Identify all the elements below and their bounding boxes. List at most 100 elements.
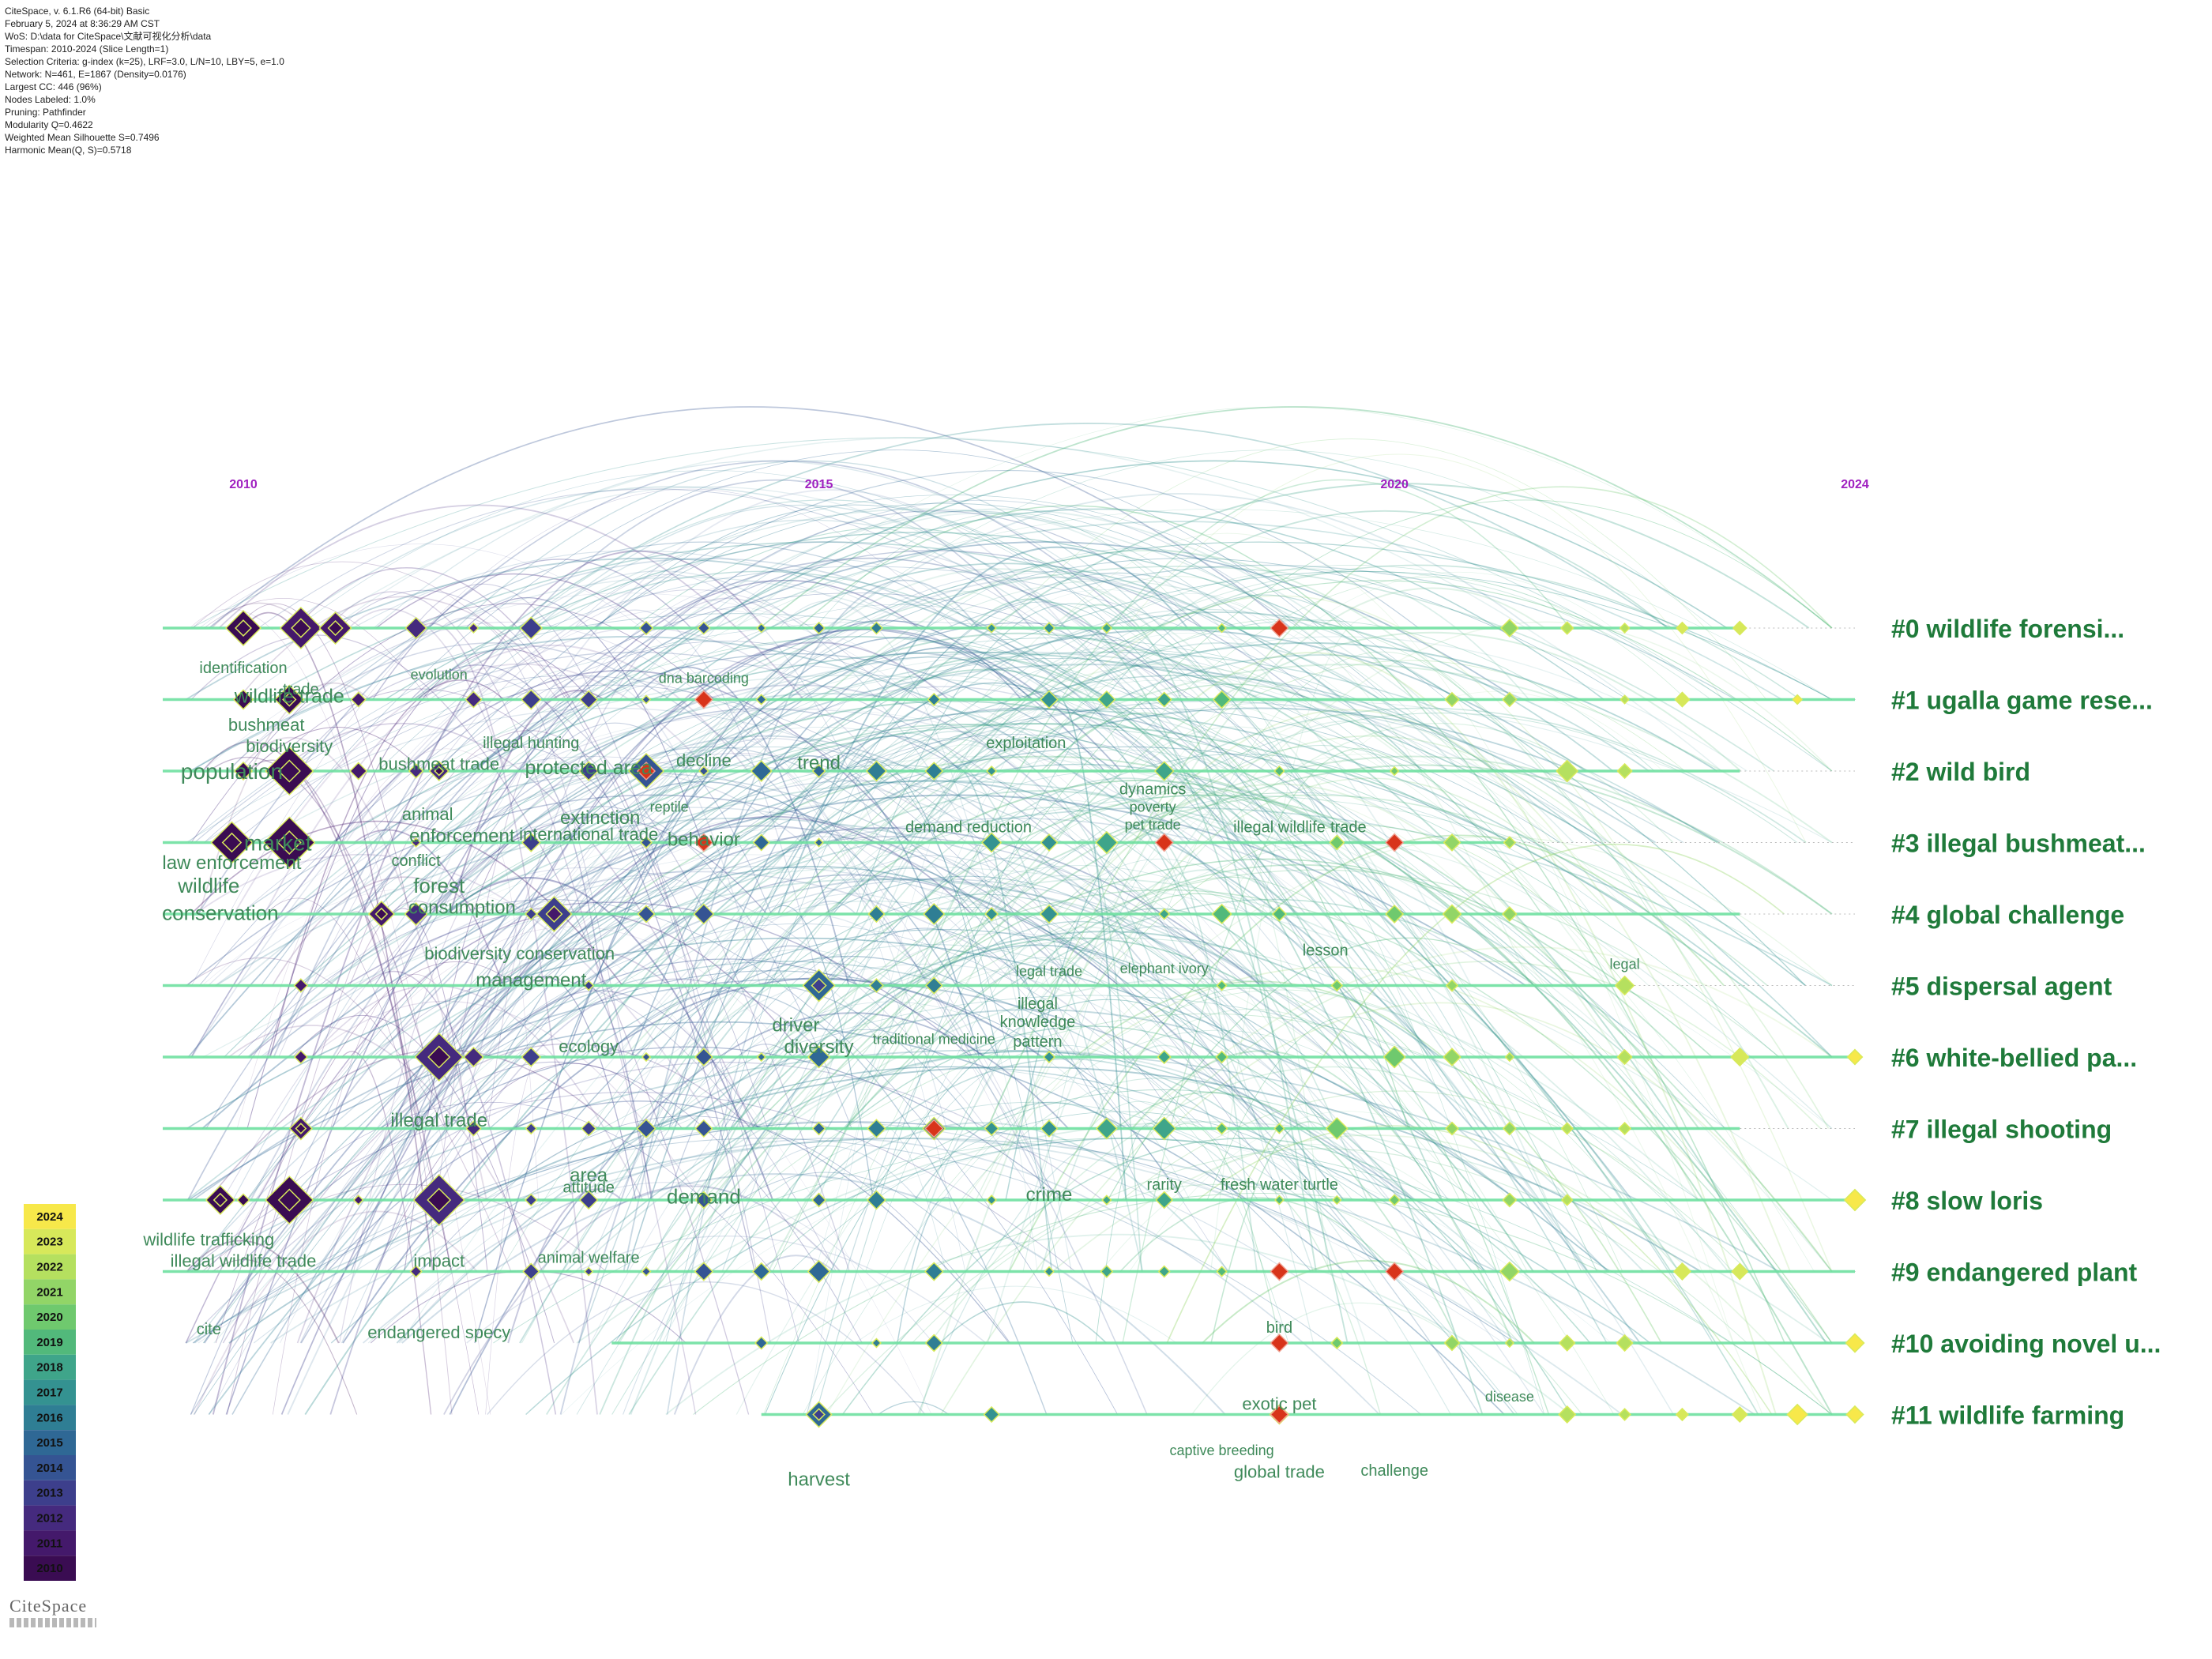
keyword-label[interactable]: consumption	[408, 897, 516, 918]
burst-node[interactable]	[694, 690, 713, 709]
keyword-label[interactable]: protected area	[525, 757, 653, 779]
keyword-node[interactable]	[1619, 623, 1631, 634]
keyword-label[interactable]: wildlife	[177, 874, 239, 897]
keyword-node[interactable]	[694, 1191, 713, 1209]
keyword-label[interactable]: wildlife trafficking	[142, 1229, 274, 1249]
keyword-node[interactable]	[521, 1047, 542, 1067]
keyword-label[interactable]: population	[181, 759, 283, 784]
keyword-label[interactable]: global trade	[1234, 1462, 1325, 1482]
keyword-node[interactable]	[1157, 1265, 1171, 1278]
keyword-node[interactable]	[1212, 690, 1232, 709]
keyword-node[interactable]	[1732, 620, 1747, 636]
burst-node[interactable]	[1270, 1262, 1289, 1281]
keyword-node[interactable]	[1792, 694, 1804, 705]
keyword-label[interactable]: cite	[197, 1321, 221, 1338]
keyword-label[interactable]: pattern	[1013, 1033, 1062, 1051]
keyword-node[interactable]	[1273, 765, 1285, 777]
keyword-label[interactable]: biodiversity	[246, 736, 333, 756]
keyword-label[interactable]: trade	[1330, 819, 1367, 837]
keyword-node[interactable]	[811, 764, 826, 778]
keyword-label[interactable]: elephant ivory	[1120, 961, 1209, 976]
cluster-label[interactable]: #3 illegal bushmeat...	[1891, 830, 2146, 858]
keyword-node[interactable]	[1846, 1048, 1864, 1066]
keyword-node[interactable]	[463, 1046, 484, 1068]
keyword-node[interactable]	[865, 760, 887, 782]
keyword-node[interactable]	[751, 1262, 771, 1281]
keyword-label[interactable]: demand reduction	[905, 819, 1032, 837]
keyword-label[interactable]: legal	[1610, 957, 1640, 972]
keyword-node[interactable]	[867, 1119, 886, 1138]
keyword-node[interactable]	[1157, 1049, 1172, 1065]
keyword-node[interactable]	[869, 621, 883, 635]
keyword-node[interactable]	[1095, 830, 1119, 855]
keyword-node[interactable]	[698, 766, 709, 777]
keyword-label[interactable]: decline	[676, 750, 732, 770]
keyword-label[interactable]: dynamics	[1119, 781, 1186, 799]
keyword-node[interactable]	[1614, 975, 1635, 996]
keyword-node[interactable]	[1445, 979, 1459, 992]
keyword-node[interactable]	[233, 761, 254, 781]
keyword-node[interactable]	[694, 1262, 714, 1281]
keyword-node[interactable]	[579, 690, 599, 709]
keyword-node[interactable]	[694, 1119, 713, 1138]
keyword-node[interactable]	[927, 692, 941, 707]
keyword-label[interactable]: conflict	[391, 852, 441, 870]
keyword-node[interactable]	[756, 1051, 766, 1063]
keyword-node[interactable]	[522, 1262, 540, 1281]
keyword-node[interactable]	[1556, 759, 1579, 783]
keyword-node[interactable]	[1215, 1122, 1228, 1135]
keyword-label[interactable]: crime	[1026, 1184, 1073, 1206]
keyword-node[interactable]	[867, 905, 886, 924]
keyword-node[interactable]	[1442, 904, 1462, 924]
keyword-node[interactable]	[754, 1336, 769, 1350]
burst-node[interactable]	[694, 833, 713, 852]
keyword-node[interactable]	[694, 1048, 713, 1066]
keyword-node[interactable]	[924, 762, 944, 781]
keyword-node[interactable]	[525, 1122, 537, 1135]
keyword-label[interactable]: market	[244, 830, 312, 855]
major-keyword-core[interactable]	[277, 759, 301, 783]
keyword-label[interactable]: demand	[667, 1185, 741, 1209]
keyword-node[interactable]	[1329, 834, 1345, 851]
burst-node[interactable]	[636, 761, 656, 781]
keyword-label[interactable]: behavior	[668, 829, 740, 850]
burst-node[interactable]	[1385, 833, 1405, 852]
keyword-label[interactable]: poverty	[1130, 799, 1176, 815]
keyword-label[interactable]: bushmeat	[228, 715, 305, 735]
keyword-label[interactable]: legal trade	[1016, 964, 1082, 980]
keyword-label[interactable]: forest	[413, 874, 465, 897]
keyword-node[interactable]	[986, 623, 997, 634]
major-keyword-core[interactable]	[277, 1188, 301, 1212]
burst-node[interactable]	[1154, 833, 1174, 852]
keyword-node[interactable]	[1040, 833, 1059, 852]
keyword-node[interactable]	[986, 1194, 998, 1206]
keyword-node[interactable]	[1843, 1188, 1867, 1212]
keyword-node[interactable]	[409, 1265, 423, 1278]
cluster-label[interactable]: #0 wildlife forensi...	[1891, 615, 2124, 643]
keyword-node[interactable]	[641, 1266, 652, 1277]
keyword-label[interactable]: fresh water turtle	[1221, 1176, 1338, 1194]
keyword-node[interactable]	[1560, 1194, 1574, 1206]
keyword-label[interactable]: evolution	[411, 667, 468, 683]
keyword-node[interactable]	[924, 1262, 944, 1281]
keyword-node[interactable]	[923, 902, 946, 926]
keyword-label[interactable]: trade	[283, 681, 319, 698]
keyword-node[interactable]	[293, 1049, 308, 1065]
keyword-label[interactable]: lesson	[1303, 942, 1349, 959]
keyword-label[interactable]: exotic pet	[1242, 1394, 1316, 1414]
keyword-node[interactable]	[1499, 619, 1519, 638]
keyword-node[interactable]	[404, 902, 428, 926]
keyword-node[interactable]	[1100, 622, 1112, 634]
keyword-node[interactable]	[525, 907, 538, 921]
keyword-node[interactable]	[1674, 691, 1691, 708]
keyword-node[interactable]	[641, 694, 652, 705]
major-keyword-core[interactable]	[295, 1123, 307, 1134]
keyword-node[interactable]	[1040, 690, 1059, 709]
keyword-node[interactable]	[1152, 1116, 1176, 1141]
major-keyword-core[interactable]	[811, 977, 827, 994]
keyword-label[interactable]: extinction	[560, 807, 640, 829]
keyword-node[interactable]	[1100, 1265, 1114, 1278]
keyword-node[interactable]	[1499, 1261, 1520, 1282]
keyword-label[interactable]: diversity	[784, 1036, 854, 1058]
